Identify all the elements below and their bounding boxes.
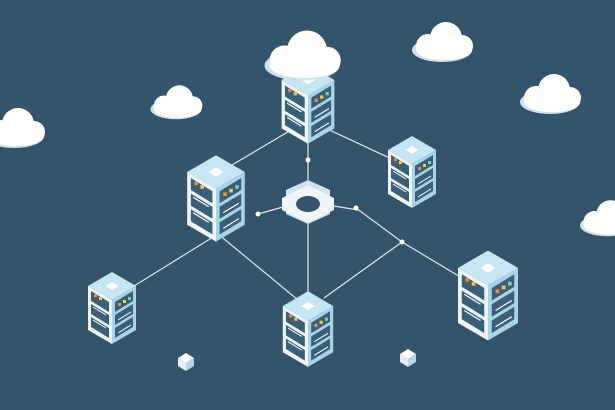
server-rack-icon bbox=[282, 290, 334, 368]
server-rack-icon bbox=[87, 271, 137, 345]
server-rack-icon bbox=[186, 154, 246, 243]
server-rack-icon bbox=[457, 249, 519, 342]
network-hub-icon bbox=[282, 180, 334, 224]
server-rack-icon bbox=[387, 135, 437, 209]
